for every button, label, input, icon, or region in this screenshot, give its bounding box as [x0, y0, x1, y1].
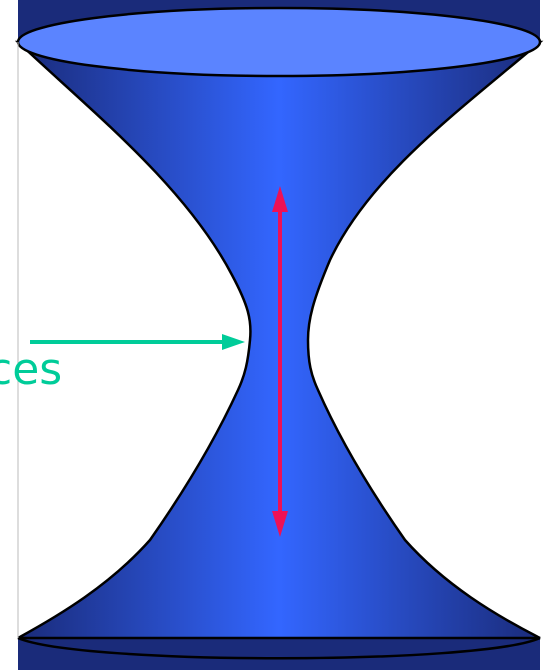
bottom-rim [17, 636, 541, 660]
right-arrow-icon [30, 334, 245, 350]
up-down-arrow-icon [272, 186, 288, 537]
top-cap [16, 6, 542, 78]
bottom-band [18, 638, 540, 670]
surface-label: ces [0, 344, 62, 395]
